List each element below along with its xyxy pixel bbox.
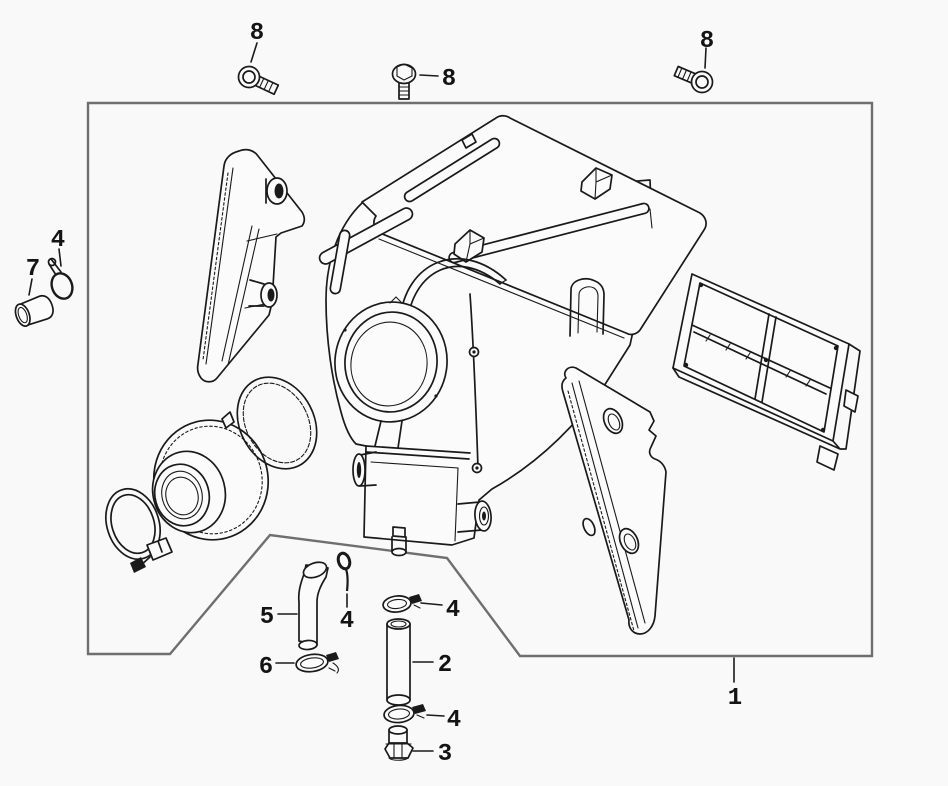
callout-4-lower-clamp: 4	[447, 707, 461, 734]
bent-drain-tube-part	[297, 561, 329, 651]
flange-bolt-left-part	[237, 65, 280, 96]
right-stay-bracket	[561, 366, 667, 635]
leader-lines	[28, 42, 735, 752]
main-housing	[318, 114, 707, 557]
callout-8-bolt-center: 8	[442, 66, 456, 93]
callout-3-drain-bolt: 3	[438, 741, 452, 768]
callout-5-drain-tube: 5	[260, 604, 274, 631]
callout-4-upper-clamp: 4	[446, 597, 460, 624]
straight-tube-part	[386, 618, 411, 706]
callout-7-cap: 7	[26, 256, 40, 283]
o-ring-seal	[236, 376, 318, 470]
callout-4-left: 4	[51, 227, 65, 254]
intake-funnel	[151, 411, 270, 541]
callout-8-bolt-left: 8	[250, 20, 264, 47]
callout-6-band-clamp: 6	[259, 654, 273, 681]
wire-clip-left	[47, 257, 74, 300]
wire-clip-center	[336, 551, 352, 592]
callout-4-center: 4	[340, 608, 354, 635]
large-band-clamp	[105, 487, 173, 573]
rubber-cap	[14, 294, 54, 327]
flange-bolt-right-part	[673, 65, 714, 94]
band-clamp-upper	[382, 594, 422, 613]
callout-2-tube: 2	[438, 652, 452, 679]
assembly-boundary-box	[86, 101, 874, 658]
filter-grid-panel	[672, 273, 861, 471]
drain-plug-bolt-part	[384, 725, 414, 761]
left-stay-bracket	[196, 148, 306, 383]
flange-bolt-center-part	[391, 63, 417, 100]
callout-8-bolt-right: 8	[700, 28, 714, 55]
small-band-clamp-part	[295, 652, 339, 674]
band-clamp-lower	[383, 704, 426, 724]
callout-1-assembly: 1	[728, 685, 742, 712]
